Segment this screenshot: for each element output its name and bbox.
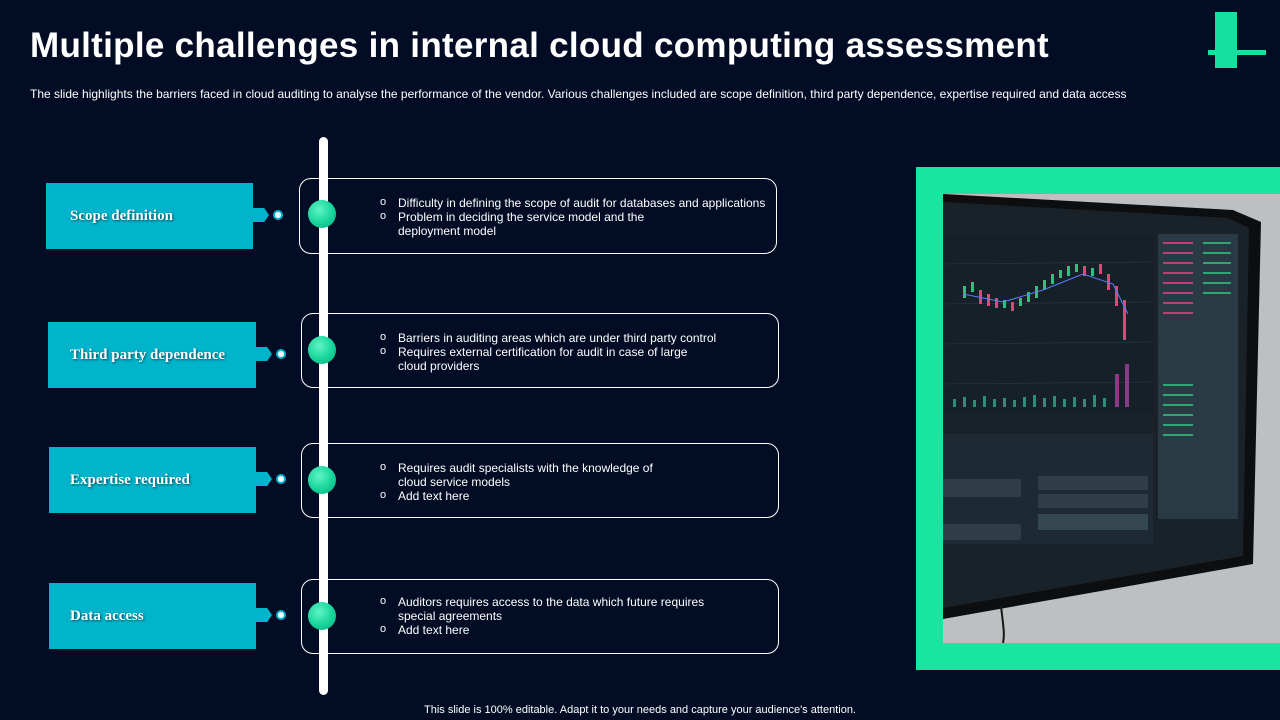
challenge-point: Add text here <box>380 622 770 637</box>
connector-dot-icon <box>273 210 283 220</box>
challenge-card-expertise-required: Requires audit specialists with the know… <box>301 443 779 518</box>
challenge-point: Requires external certification for audi… <box>380 344 698 373</box>
timeline-node-icon <box>308 336 336 364</box>
challenge-label-text: Expertise required <box>70 471 190 488</box>
connector-arrow-icon <box>256 608 272 622</box>
challenge-point: Problem in deciding the service model an… <box>380 209 658 238</box>
challenge-point: Difficulty in defining the scope of audi… <box>380 195 770 210</box>
challenge-label-text: Data access <box>70 607 144 624</box>
connector-dot-icon <box>276 349 286 359</box>
challenge-point: Add text here <box>380 488 770 503</box>
challenge-label-text: Scope definition <box>70 207 173 224</box>
challenge-label-text: Third party dependence <box>70 346 226 363</box>
timeline-line <box>319 137 328 695</box>
timeline-node-icon <box>308 466 336 494</box>
connector-dot-icon <box>276 610 286 620</box>
trading-screen-photo <box>943 194 1280 643</box>
brand-logo-icon <box>1208 12 1266 68</box>
slide-footer: This slide is 100% editable. Adapt it to… <box>424 704 856 716</box>
challenge-point: Requires audit specialists with the know… <box>380 460 673 489</box>
timeline-node-icon <box>308 200 336 228</box>
challenge-point: Barriers in auditing areas which are und… <box>380 330 770 345</box>
challenge-card-data-access: Auditors requires access to the data whi… <box>301 579 779 654</box>
timeline-node-icon <box>308 602 336 630</box>
slide-subtitle: The slide highlights the barriers faced … <box>30 87 1127 101</box>
challenge-card-scope-definition: Difficulty in defining the scope of audi… <box>299 178 777 254</box>
slide-title: Multiple challenges in internal cloud co… <box>30 26 1049 65</box>
challenge-point: Auditors requires access to the data whi… <box>380 594 718 623</box>
challenge-label-third-party-dependence: Third party dependence <box>48 322 256 388</box>
connector-arrow-icon <box>256 472 272 486</box>
challenge-label-data-access: Data access <box>49 583 256 649</box>
challenge-card-third-party-dependence: Barriers in auditing areas which are und… <box>301 313 779 388</box>
challenge-label-expertise-required: Expertise required <box>49 447 256 513</box>
challenge-label-scope-definition: Scope definition <box>46 183 253 249</box>
connector-dot-icon <box>276 474 286 484</box>
connector-arrow-icon <box>253 208 269 222</box>
connector-arrow-icon <box>256 347 272 361</box>
